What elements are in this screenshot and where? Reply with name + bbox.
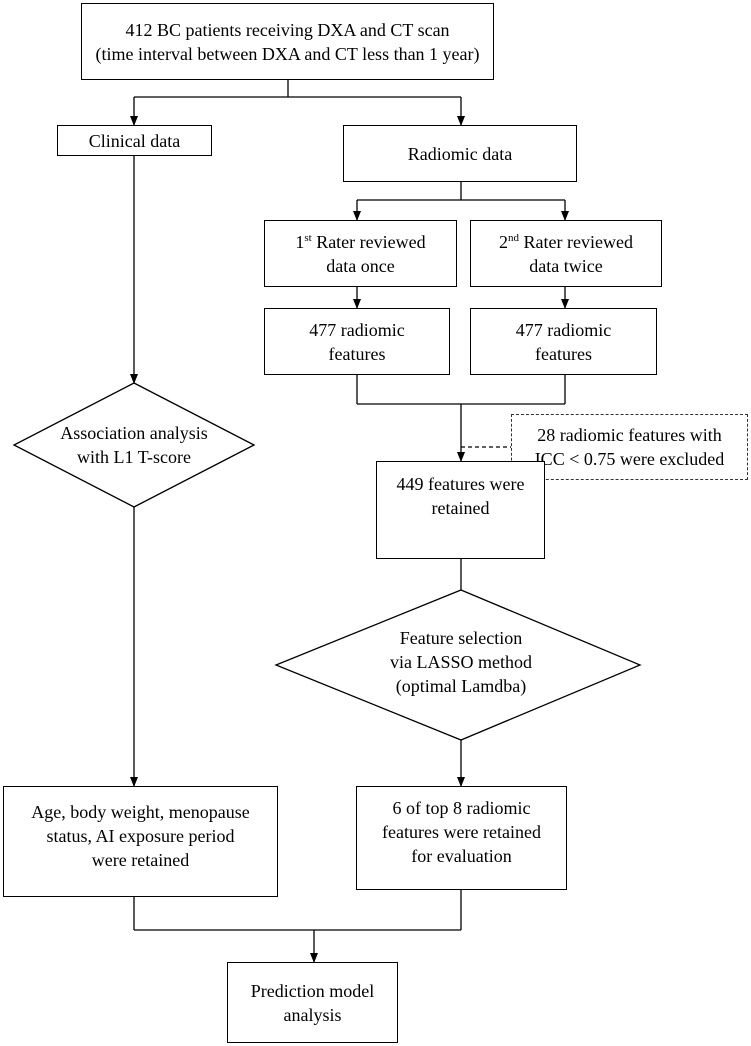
association-line2: with L1 T-score — [76, 447, 191, 467]
clinical-retained-line2: status, AI exposure period — [46, 825, 235, 846]
rater1-box: 1st Rater reviewed data once — [264, 220, 457, 287]
radiomic-data-box: Radiomic data — [343, 125, 577, 182]
top-box-line1: 412 BC patients receiving DXA and CT sca… — [125, 19, 450, 40]
rater2-ordinal: 2 — [499, 231, 509, 252]
lasso-line1: Feature selection — [399, 628, 523, 648]
clinical-retained-line1: Age, body weight, menopause — [31, 801, 250, 822]
rater2-line1: 2nd Rater reviewed — [499, 230, 633, 254]
top-box-patients: 412 BC patients receiving DXA and CT sca… — [81, 3, 494, 80]
rater2-ordinal-sup: nd — [508, 231, 520, 244]
rater1-ordinal-sup: st — [304, 231, 312, 244]
radiomic-retained-line2: features were retained — [382, 822, 541, 842]
radiomic-retained-line3: for evaluation — [411, 846, 512, 866]
excluded-features-box: 28 radiomic features with ICC < 0.75 wer… — [511, 414, 748, 480]
rater2-box: 2nd Rater reviewed data twice — [470, 220, 662, 287]
features2-line1: 477 radiomic — [515, 319, 612, 340]
lasso-line2: via LASSO method — [390, 652, 532, 672]
clinical-data-label: Clinical data — [88, 130, 181, 151]
prediction-line1: Prediction model — [250, 980, 375, 1001]
excluded-line2: ICC < 0.75 were excluded — [534, 449, 725, 469]
rater1-line2: data once — [326, 255, 395, 276]
lasso-diamond — [274, 589, 642, 741]
prediction-model-box: Prediction model analysis — [227, 962, 398, 1043]
retained-449-line2: retained — [431, 498, 490, 518]
lasso-line3: (optimal Lamdba) — [395, 676, 527, 696]
rater2-line1-text: Rater reviewed — [519, 231, 633, 252]
clinical-retained-line3: were retained — [91, 849, 190, 870]
features1-line1: 477 radiomic — [309, 319, 405, 340]
association-diamond — [12, 382, 256, 508]
lasso-diamond-text: Feature selection via LASSO method (opti… — [346, 622, 576, 702]
features1-line2: features — [328, 343, 386, 364]
top-box-line2: (time interval between DXA and CT less t… — [95, 43, 480, 64]
rater2-line2: data twice — [529, 255, 603, 276]
association-line1: Association analysis — [60, 423, 208, 443]
rater1-ordinal: 1 — [295, 231, 305, 252]
radiomic-retained-line1: 6 of top 8 radiomic — [392, 798, 531, 818]
excluded-line1: 28 radiomic features with — [537, 425, 722, 445]
clinical-data-box: Clinical data — [57, 125, 212, 156]
rater1-line1: 1st Rater reviewed — [295, 230, 425, 254]
rater1-line1-text: Rater reviewed — [311, 231, 426, 252]
radiomic-data-label: Radiomic data — [407, 143, 513, 164]
features1-box: 477 radiomic features — [264, 308, 450, 375]
features2-line2: features — [535, 343, 592, 364]
retained-449-line1: 449 features were — [396, 474, 525, 494]
features2-box: 477 radiomic features — [470, 308, 657, 375]
radiomic-retained-box: 6 of top 8 radiomic features were retain… — [356, 786, 567, 890]
retained-449-box: 449 features were retained — [376, 461, 545, 559]
association-diamond-text: Association analysis with L1 T-score — [44, 413, 224, 477]
prediction-line2: analysis — [283, 1004, 342, 1025]
clinical-retained-box: Age, body weight, menopause status, AI e… — [3, 786, 278, 897]
